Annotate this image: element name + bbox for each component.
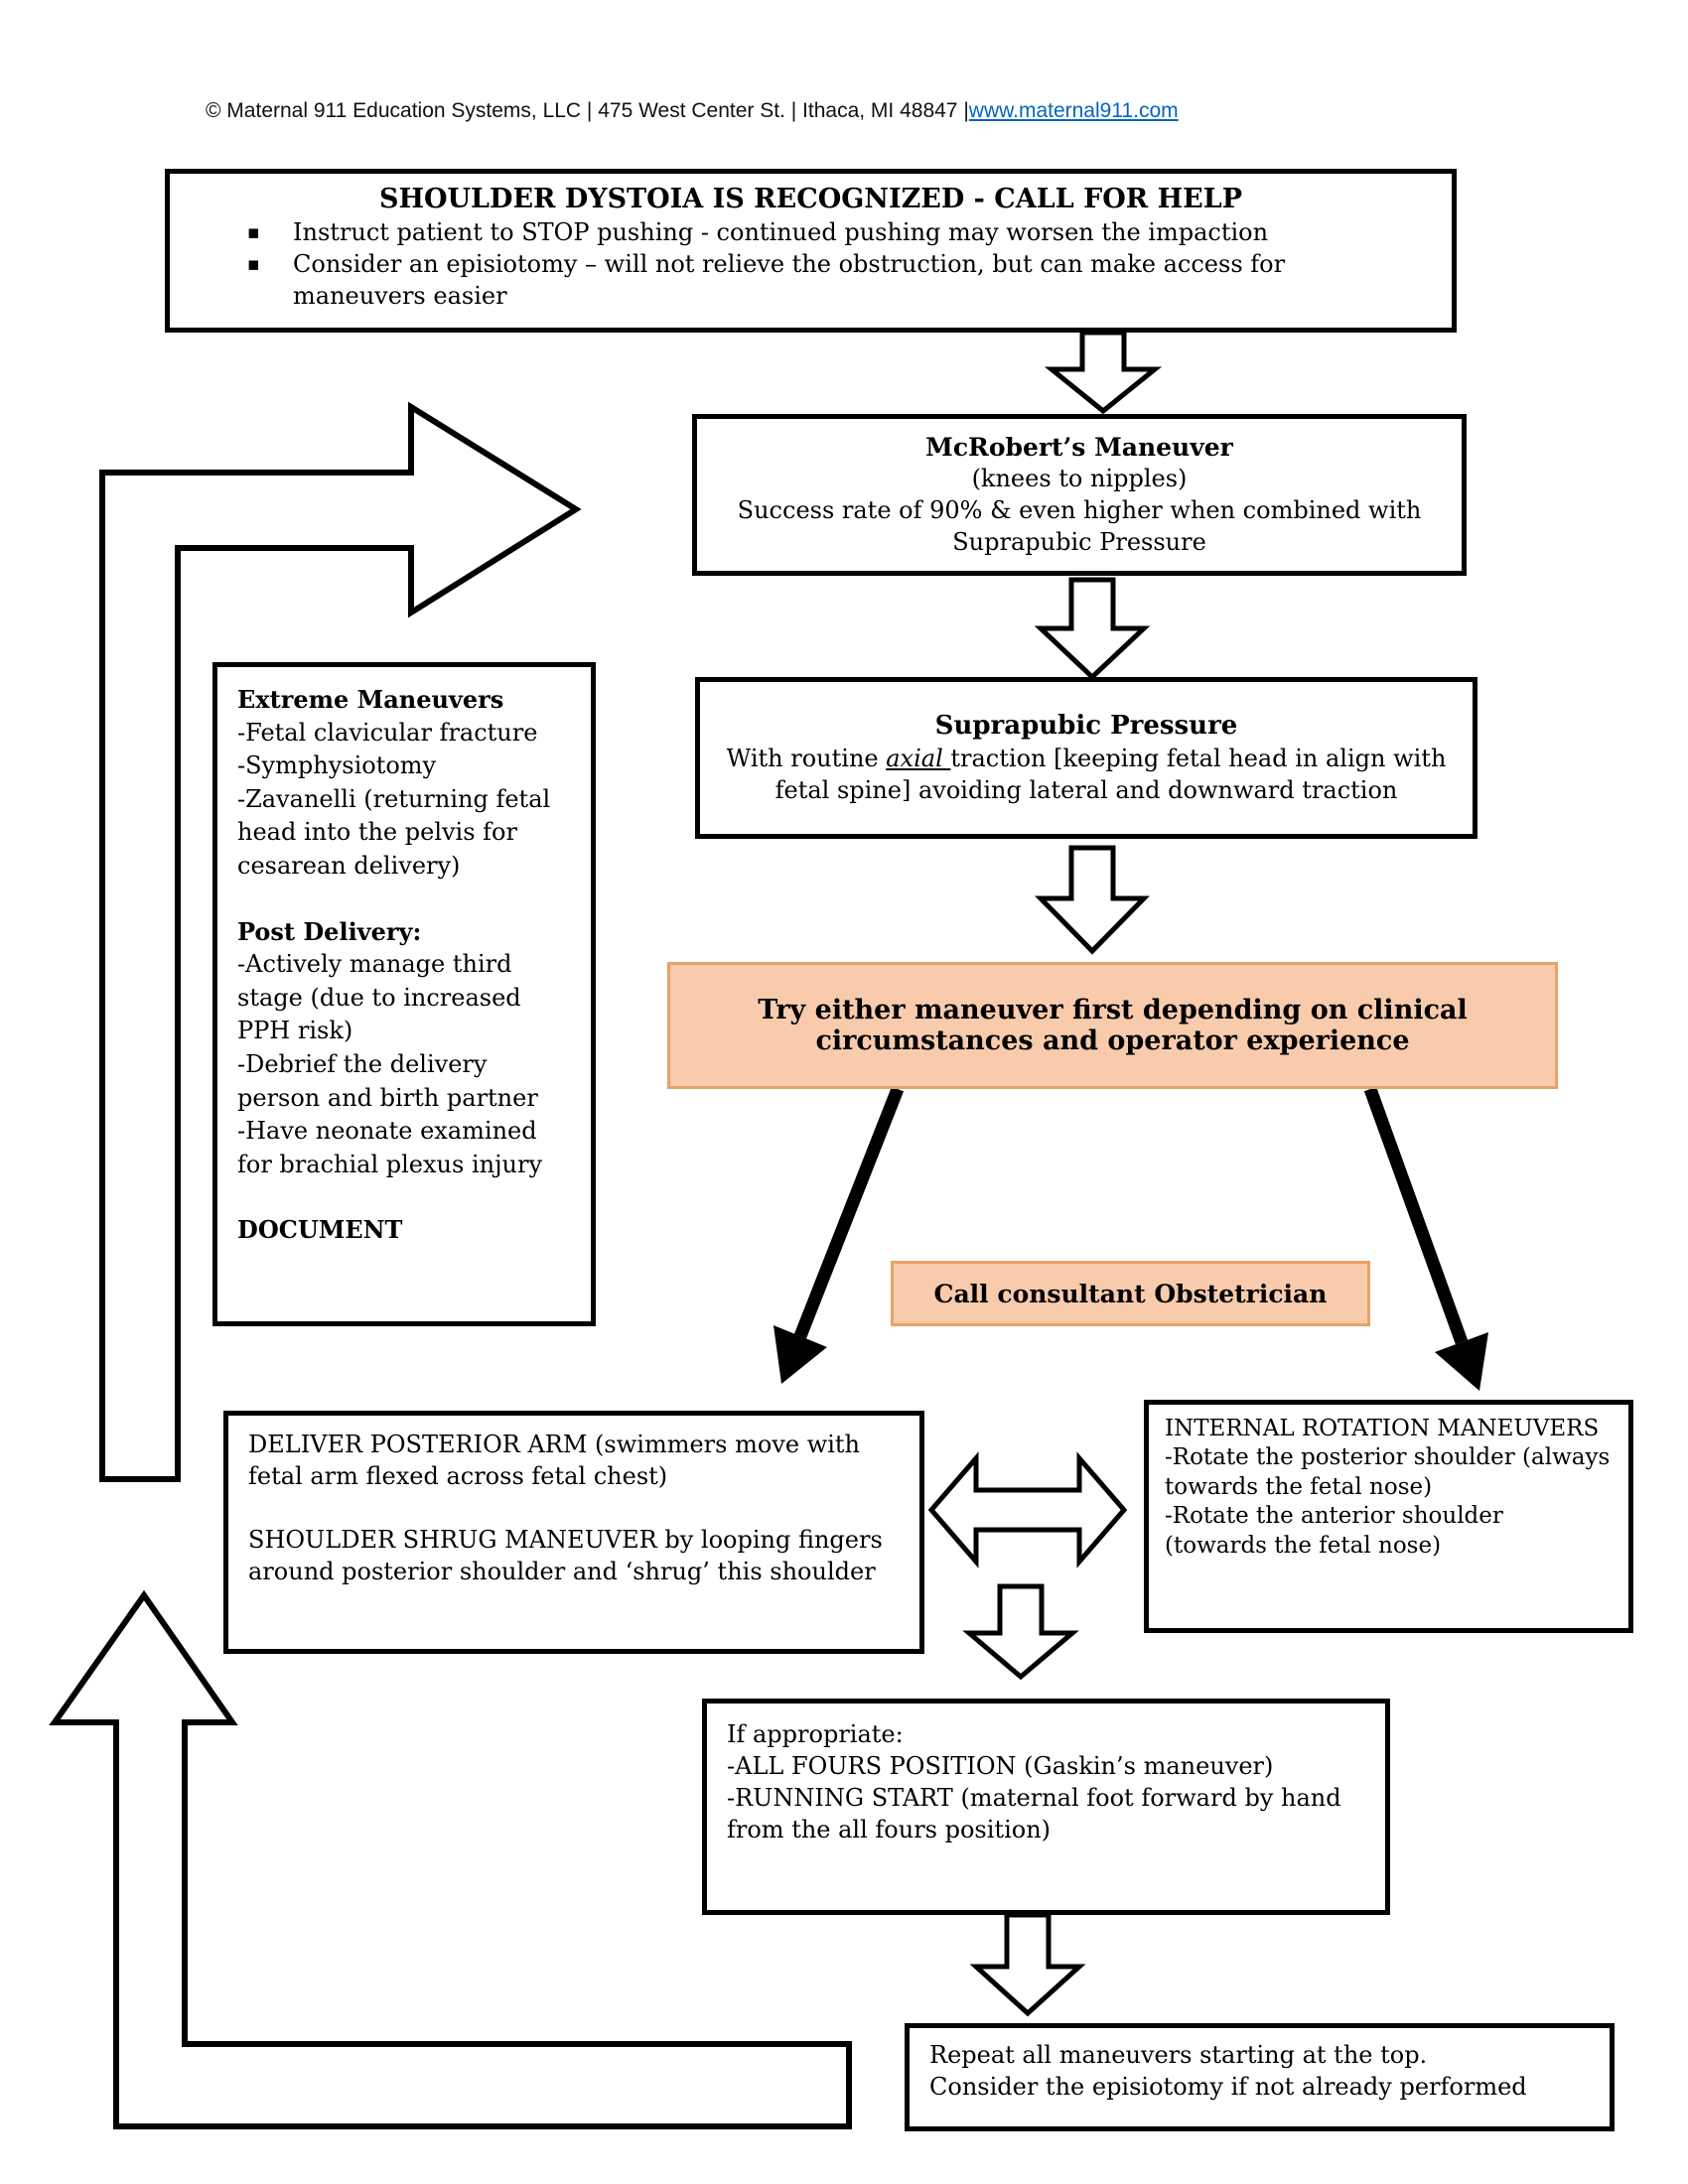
suprapubic-box: Suprapubic Pressure With routine axial t… [695,677,1477,839]
mcroberts-title: McRobert’s Maneuver [925,433,1233,463]
down-arrow-3-icon [1035,845,1150,955]
if-appropriate-item-2: -RUNNING START (maternal foot forward by… [727,1783,1341,1843]
diagonal-arrow-right-icon [1363,1086,1469,1345]
repeat-line-2: Consider the episiotomy if not already p… [929,2072,1527,2101]
maternal911-link[interactable]: www.maternal911.com [968,99,1179,122]
down-arrow-1-icon [1044,330,1163,415]
down-arrow-2-icon [1034,577,1151,681]
copyright-text: © Maternal 911 Education Systems, LLC | … [206,99,969,122]
diagonal-arrow-left-head-icon [774,1325,827,1384]
suprapubic-body: With routine axial traction [keeping fet… [724,744,1449,807]
mcroberts-subtitle: (knees to nipples) [971,465,1188,493]
post-delivery-title: Post Delivery: [237,916,422,946]
posterior-arm-para-2: SHOULDER SHRUG MANEUVER by looping finge… [248,1525,883,1585]
suprapubic-body-pre: With routine [726,744,887,772]
internal-rotation-item-1: -Rotate the posterior shoulder (always t… [1165,1444,1611,1500]
if-appropriate-item-1: -ALL FOURS POSITION (Gaskin’s maneuver) [727,1751,1274,1780]
repeat-line-1: Repeat all maneuvers starting at the top… [929,2041,1428,2069]
call-consultant-box: Call consultant Obstetrician [891,1261,1370,1326]
recognized-title: SHOULDER DYSTOIA IS RECOGNIZED - CALL FO… [378,184,1242,214]
spacer [237,884,571,915]
extreme-item-1: -Fetal clavicular fracture [237,718,538,747]
internal-rotation-item-2: -Rotate the anterior shoulder (towards t… [1165,1503,1503,1559]
repeat-box: Repeat all maneuvers starting at the top… [905,2023,1615,2131]
posterior-arm-para-1: DELIVER POSTERIOR ARM (swimmers move wit… [248,1431,861,1490]
bullet-icon: ▪ [247,252,260,275]
call-consultant-text: Call consultant Obstetrician [933,1279,1328,1308]
internal-rotation-box: INTERNAL ROTATION MANEUVERS -Rotate the … [1144,1400,1633,1633]
spacer [248,1493,900,1525]
extreme-title: Extreme Maneuvers [237,685,504,714]
try-either-box: Try either maneuver first depending on c… [667,962,1558,1089]
recognized-bullet-1: ▪ Instruct patient to STOP pushing - con… [170,217,1452,249]
try-either-text: Try either maneuver first depending on c… [758,995,1468,1056]
internal-rotation-title: INTERNAL ROTATION MANEUVERS [1165,1416,1600,1441]
loop-from-repeat-arrow-icon [49,1589,852,2129]
spacer [237,1181,571,1213]
down-arrow-4-icon [962,1583,1079,1681]
loop-back-to-top-arrow-icon [99,401,582,1482]
post-delivery-item-3: -Have neonate examined for brachial plex… [237,1117,543,1178]
post-delivery-item-1: -Actively manage third stage (due to inc… [237,950,521,1045]
suprapubic-body-axial: axial [886,744,951,772]
bullet-icon: ▪ [247,220,260,243]
document-label: DOCUMENT [237,1215,403,1245]
suprapubic-title: Suprapubic Pressure [934,711,1238,742]
double-arrow-icon [927,1451,1128,1569]
if-appropriate-title: If appropriate: [727,1720,904,1748]
recognized-box: SHOULDER DYSTOIA IS RECOGNIZED - CALL FO… [165,169,1457,333]
recognized-bullet-1-text: Instruct patient to STOP pushing - conti… [293,217,1269,246]
mcroberts-box: McRobert’s Maneuver (knees to nipples) S… [692,414,1467,576]
recognized-bullet-2-text: Consider an episiotomy – will not reliev… [293,249,1286,310]
suprapubic-body-post: traction [keeping fetal head in align wi… [774,744,1447,804]
recognized-bullet-2: ▪ Consider an episiotomy – will not reli… [170,249,1452,313]
extreme-maneuvers-box: Extreme Maneuvers -Fetal clavicular frac… [212,662,596,1326]
extreme-item-3: -Zavanelli (returning fetal head into th… [237,784,551,880]
diagonal-arrow-left-icon [793,1086,905,1339]
diagonal-arrow-right-head-icon [1435,1332,1488,1391]
mcroberts-body: Success rate of 90% & even higher when c… [737,496,1422,557]
posterior-arm-box: DELIVER POSTERIOR ARM (swimmers move wit… [223,1411,924,1654]
extreme-item-2: -Symphysiotomy [237,751,437,780]
if-appropriate-box: If appropriate: -ALL FOURS POSITION (Gas… [702,1699,1390,1915]
copyright-header: © Maternal 911 Education Systems, LLC | … [206,99,1179,123]
down-arrow-5-icon [969,1912,1086,2017]
post-delivery-item-2: -Debrief the delivery person and birth p… [237,1049,538,1112]
